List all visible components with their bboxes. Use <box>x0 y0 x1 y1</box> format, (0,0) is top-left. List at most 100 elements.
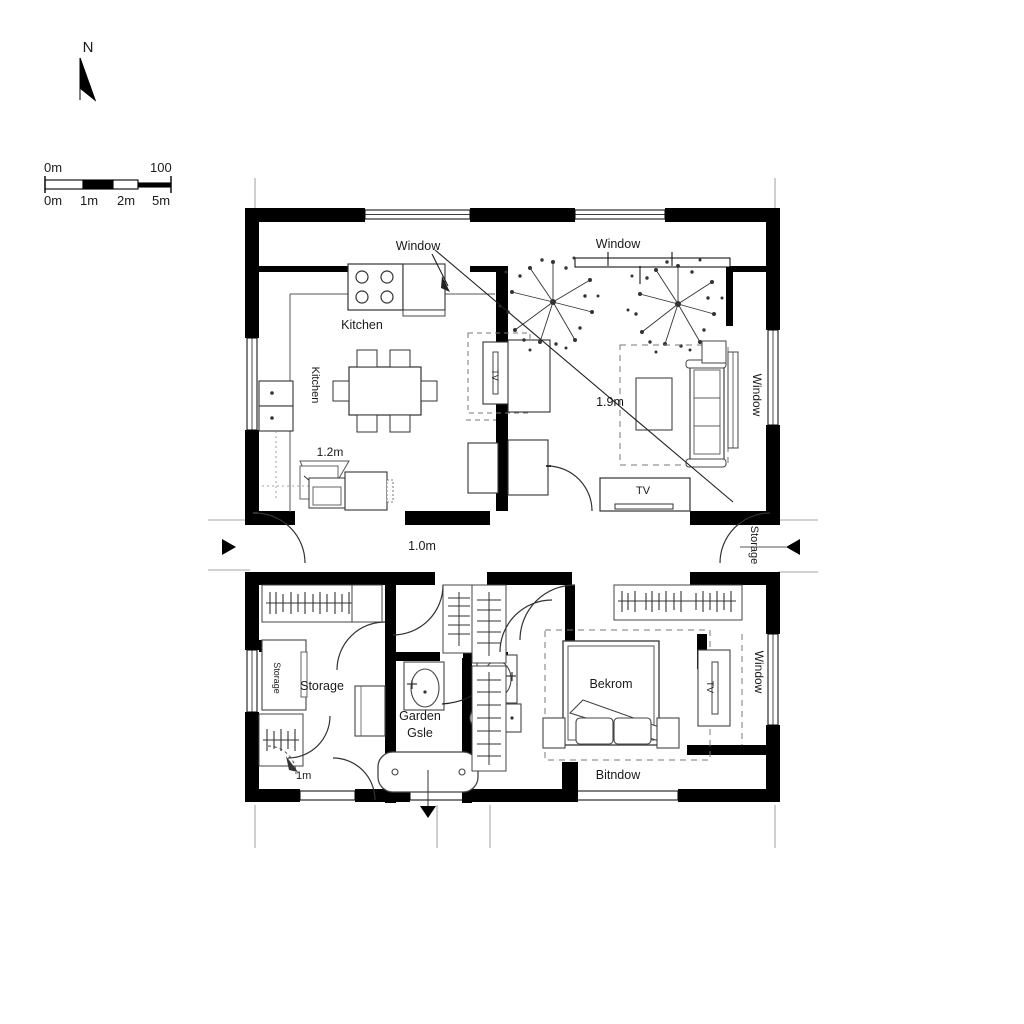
dimension-leader-diagonal <box>434 249 734 503</box>
wall-right-lower-a <box>766 572 780 634</box>
wall-right-stub <box>726 266 733 326</box>
window-top-right-frame <box>574 209 666 220</box>
wall-partition-g <box>562 762 578 802</box>
plant-icon-left <box>498 256 600 352</box>
wall-top-a <box>245 208 365 222</box>
garden-gate-label-line2: Gsle <box>407 726 433 740</box>
north-arrow: N <box>79 39 97 102</box>
sink-icon <box>258 380 294 432</box>
storage-room: Storage Storage 1m <box>258 584 386 801</box>
plant-icon-right <box>626 258 724 354</box>
storage-cabinet <box>354 685 386 737</box>
sofa-icon <box>685 340 727 468</box>
wall-left-lower-b <box>245 712 259 802</box>
hall-doors <box>392 584 553 653</box>
wall-top-c <box>665 208 780 222</box>
wall-left-upper-a <box>245 208 259 338</box>
tv-living-label: TV <box>636 485 651 497</box>
bedroom-zone <box>544 629 711 761</box>
wall-partition-b <box>385 658 396 803</box>
wall-top-lower-b <box>487 572 572 585</box>
stove-icon <box>347 263 404 311</box>
wall-bottom-lower-a <box>245 789 300 802</box>
closet-storage-lower <box>258 713 304 767</box>
bedroom-tv-unit: TV <box>697 649 731 727</box>
living-cabinet-label: TV <box>490 369 500 381</box>
closet-storage-top <box>261 584 383 623</box>
wall-partition-h <box>687 745 767 755</box>
wall-left-upper-b <box>245 430 259 525</box>
coffee-table <box>635 377 673 431</box>
window-right-upper-label: Window <box>750 374 764 417</box>
bedroom-room: Bekrom TV Window Bitndow <box>542 584 766 782</box>
storage-label: Storage <box>300 679 344 693</box>
wall-inner-top-b <box>470 266 506 272</box>
storage-doors <box>287 621 386 801</box>
wall-top-lower-c <box>690 572 780 585</box>
dim-bath-label: 1m <box>296 770 311 782</box>
kitchen-side-label: Kitchen <box>309 367 321 404</box>
storage-side-label: Storage <box>272 662 282 694</box>
wall-top-b <box>470 208 575 222</box>
dim-hall-label: 1.0m <box>408 539 436 553</box>
kitchen-counter <box>402 263 446 317</box>
wall-inner-top-a <box>259 266 365 272</box>
wall-right-upper-a <box>766 208 780 330</box>
sink-bath-left <box>403 661 445 711</box>
kitchen-label: Kitchen <box>341 318 383 332</box>
window-top-left-frame <box>364 209 471 220</box>
north-arrow-label: N <box>83 39 94 56</box>
bedroom-label: Bekrom <box>589 677 632 691</box>
upper-block-walls <box>245 208 780 525</box>
scale-segment-0 <box>44 179 84 190</box>
bedroom-door <box>519 584 576 641</box>
lower-block-walls <box>245 572 780 803</box>
dining-set <box>332 349 438 433</box>
wall-bottom-lower-c <box>465 789 575 802</box>
bedroom-tv-label: TV <box>704 681 715 694</box>
central-cabinets: TV <box>466 332 551 496</box>
wall-top-lower-a <box>245 572 435 585</box>
wall-inner-top-c <box>732 266 766 272</box>
wall-left-lower-a <box>245 572 259 650</box>
wardrobe-storage-left: Storage <box>261 639 308 711</box>
window-top-left-label: Window <box>396 239 441 253</box>
scale-tick-0: 0m <box>44 193 62 208</box>
garden-gate-label-line1: Garden <box>399 709 441 723</box>
tv-unit: TV <box>599 477 691 512</box>
closet-hall-a <box>442 584 476 654</box>
garden-gate-callout: Garden Gsle <box>399 681 486 740</box>
closet-hall-b <box>471 584 507 664</box>
hall-closets <box>392 584 576 772</box>
wall-bottom-upper-a <box>245 511 295 525</box>
scale-segment-1 <box>82 179 114 190</box>
window-sill-top-right <box>574 252 731 284</box>
wall-partition-a <box>385 585 396 658</box>
entry-marker-right[interactable] <box>786 539 800 555</box>
wall-bottom-upper-b <box>405 511 490 525</box>
scale-bar-top-left-label: 0m <box>44 160 62 175</box>
wall-partition-f <box>565 585 575 657</box>
wall-right-lower-b <box>766 725 780 802</box>
window-top-right-label: Window <box>596 237 641 251</box>
kitchen-room: Kitchen Kitchen 1.2m <box>258 263 495 512</box>
wall-partition-c <box>396 652 440 661</box>
window-right-upper-frame <box>767 329 779 426</box>
upper-windows: Window Window Window <box>396 237 764 417</box>
scale-bar-top-right-label: 100 <box>150 160 172 175</box>
living-room: TV 1.9m <box>431 249 739 512</box>
scale-tick-3: 5m <box>152 193 170 208</box>
dim-living-label: 1.9m <box>596 395 624 409</box>
bed-icon: Bekrom <box>542 640 680 749</box>
entry-right-label: Storage <box>748 526 760 565</box>
wall-partition-e <box>462 658 472 803</box>
window-bottom-label: Bitndow <box>596 768 641 782</box>
scale-tick-1: 1m <box>80 193 98 208</box>
entry-marker-bottom[interactable] <box>420 806 436 818</box>
entry-marker-left[interactable] <box>222 539 236 555</box>
closet-hall-c <box>471 665 507 772</box>
doors-upper <box>253 465 771 564</box>
